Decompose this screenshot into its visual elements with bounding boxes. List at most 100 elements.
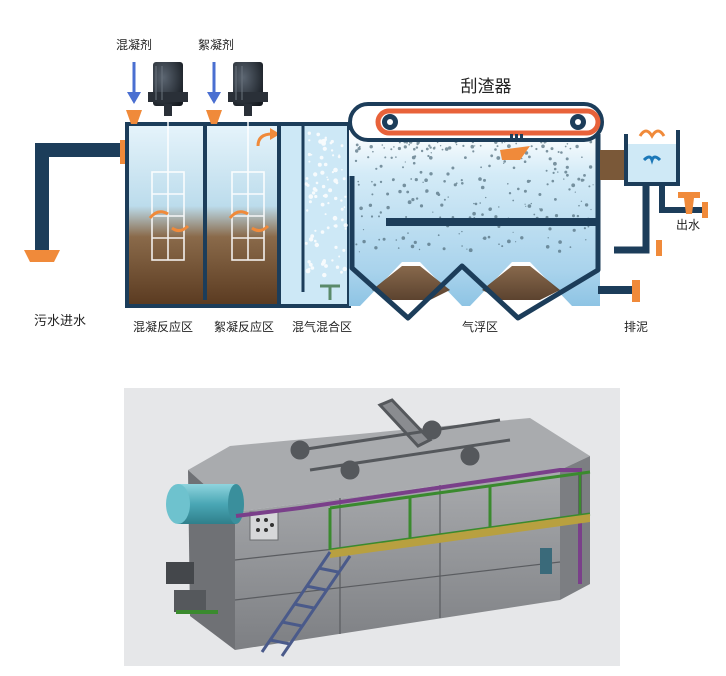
air-bubble [322,146,327,151]
float-bubble [488,207,492,211]
render-staircase [260,551,352,657]
float-bubble [569,147,572,150]
air-bubble [327,202,330,205]
air-bubble [322,194,326,198]
float-bubble [523,160,527,163]
float-bubble [358,251,360,253]
sludge-discharge-pipe [598,280,640,302]
float-bubble [397,146,401,151]
float-bubble [373,183,377,187]
air-bubble [334,245,338,249]
air-bubble [326,226,330,230]
air-bubble [308,160,311,163]
air-bubble [340,270,343,274]
air-bubble [314,242,319,248]
air-bubble [310,234,315,239]
air-bubble [342,248,346,252]
float-bubble [512,199,515,202]
air-bubble [332,215,338,221]
float-bubble [527,204,532,208]
flotation-tank [349,130,626,321]
air-bubble [344,195,347,198]
float-bubble [415,197,419,200]
air-bubble [331,171,334,174]
render-scraper-frame [290,398,511,480]
air-bubble [324,264,328,268]
float-bubble [462,144,465,147]
float-bubble [480,185,485,190]
float-bubble [552,171,555,174]
air-bubble [332,154,335,157]
float-bubble [520,236,524,240]
float-bubble [507,144,511,149]
air-bubble [315,181,319,185]
float-bubble [402,183,407,188]
air-bubble [340,207,344,211]
motor-2 [228,62,268,116]
coagulant-dosing-arrow [126,62,142,124]
float-bubble [558,249,562,253]
air-bubble [310,153,313,156]
air-bubble [310,266,315,270]
float-bubble [546,183,549,186]
air-bubble [318,133,321,136]
float-bubble [372,150,374,153]
air-bubble [319,155,324,160]
float-bubble [413,147,416,151]
air-bubble [326,176,328,178]
float-bubble [473,202,475,205]
float-bubble [451,216,455,219]
float-bubble [501,245,504,248]
float-bubble [398,189,402,194]
equipment-render [124,388,620,666]
float-bubble [481,213,484,216]
float-bubble [592,184,594,186]
float-bubble [448,146,452,150]
float-bubble [468,248,473,253]
flocculant-dosing-arrow [206,62,222,124]
float-bubble [374,246,378,250]
float-bubble [576,214,580,218]
float-bubble [429,146,432,149]
reaction-tank [125,112,281,308]
float-bubble [404,161,406,163]
air-bubble [317,162,322,167]
air-bubble [306,183,310,187]
float-bubble [583,174,586,177]
float-bubble [425,147,429,151]
float-bubble [371,193,374,196]
air-bubble [341,168,343,171]
float-bubble [583,227,587,230]
float-bubble [368,203,373,207]
float-bubble [440,203,444,207]
float-bubble [545,169,548,172]
float-bubble [490,154,494,158]
float-bubble [412,161,416,165]
float-bubble [470,144,475,149]
air-bubble [308,262,313,267]
air-bubble [330,149,334,152]
float-bubble [487,235,491,239]
float-bubble [539,208,543,212]
air-bubble [343,206,346,209]
air-bubble [344,227,347,230]
float-bubble [413,240,417,244]
float-bubble [587,225,590,228]
air-mixing-zone [277,122,351,308]
air-bubble [342,266,347,272]
float-bubble [441,148,444,151]
overflow-arrow [256,132,273,147]
float-bubble [479,144,482,147]
float-bubble [395,239,398,241]
air-bubble [308,139,311,142]
render-air-tank [166,484,244,524]
float-bubble [360,215,363,218]
float-bubble [444,147,449,151]
air-bubble [328,188,333,193]
float-bubble [355,149,359,153]
float-bubble [447,196,449,198]
process-diagram: 混凝剂 絮凝剂 刮渣器 出水 污水进水 混凝反应区 絮凝反应区 混气混合区 气浮… [24,37,708,334]
air-bubble [305,177,309,180]
float-bubble [395,156,397,158]
float-bubble [571,183,576,188]
